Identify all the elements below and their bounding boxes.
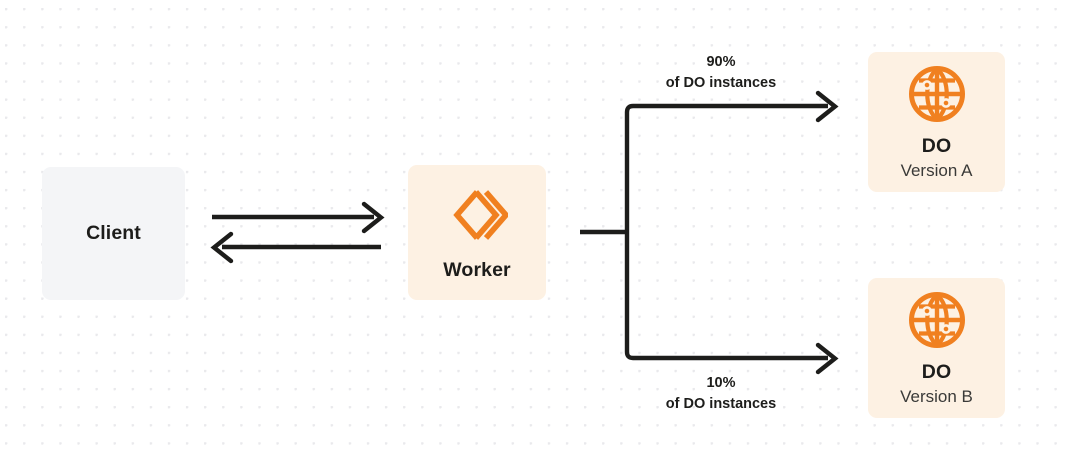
node-do-version-b[interactable]: DO Version B [868, 278, 1005, 418]
node-do-a-label: DO [921, 135, 952, 158]
globe-icon [906, 63, 968, 125]
edge-worker-to-do-a [624, 90, 839, 232]
node-worker-label: Worker [443, 258, 511, 281]
node-client-label: Client [86, 221, 141, 244]
edge-client-to-worker [212, 201, 385, 234]
edge-worker-to-do-b [624, 232, 839, 375]
edge-label-do-b-detail: of DO instances [665, 396, 777, 413]
edge-label-do-b-percent: 10% [706, 375, 736, 391]
node-do-b-label: DO [921, 361, 952, 384]
node-worker[interactable]: Worker [408, 165, 546, 300]
edge-label-do-a-percent: 90% [706, 54, 736, 70]
edge-label-do-a: 90% of DO instances [610, 52, 832, 94]
edge-label-do-a-detail: of DO instances [665, 75, 777, 92]
globe-icon [906, 289, 968, 351]
node-do-b-sublabel: Version B [900, 386, 973, 406]
node-do-a-sublabel: Version A [900, 160, 973, 180]
edge-label-do-b: 10% of DO instances [610, 373, 832, 415]
cloudflare-workers-icon [446, 184, 510, 246]
node-do-version-a[interactable]: DO Version A [868, 52, 1005, 192]
node-client[interactable]: Client [42, 167, 185, 300]
edge-worker-to-client [210, 231, 381, 264]
